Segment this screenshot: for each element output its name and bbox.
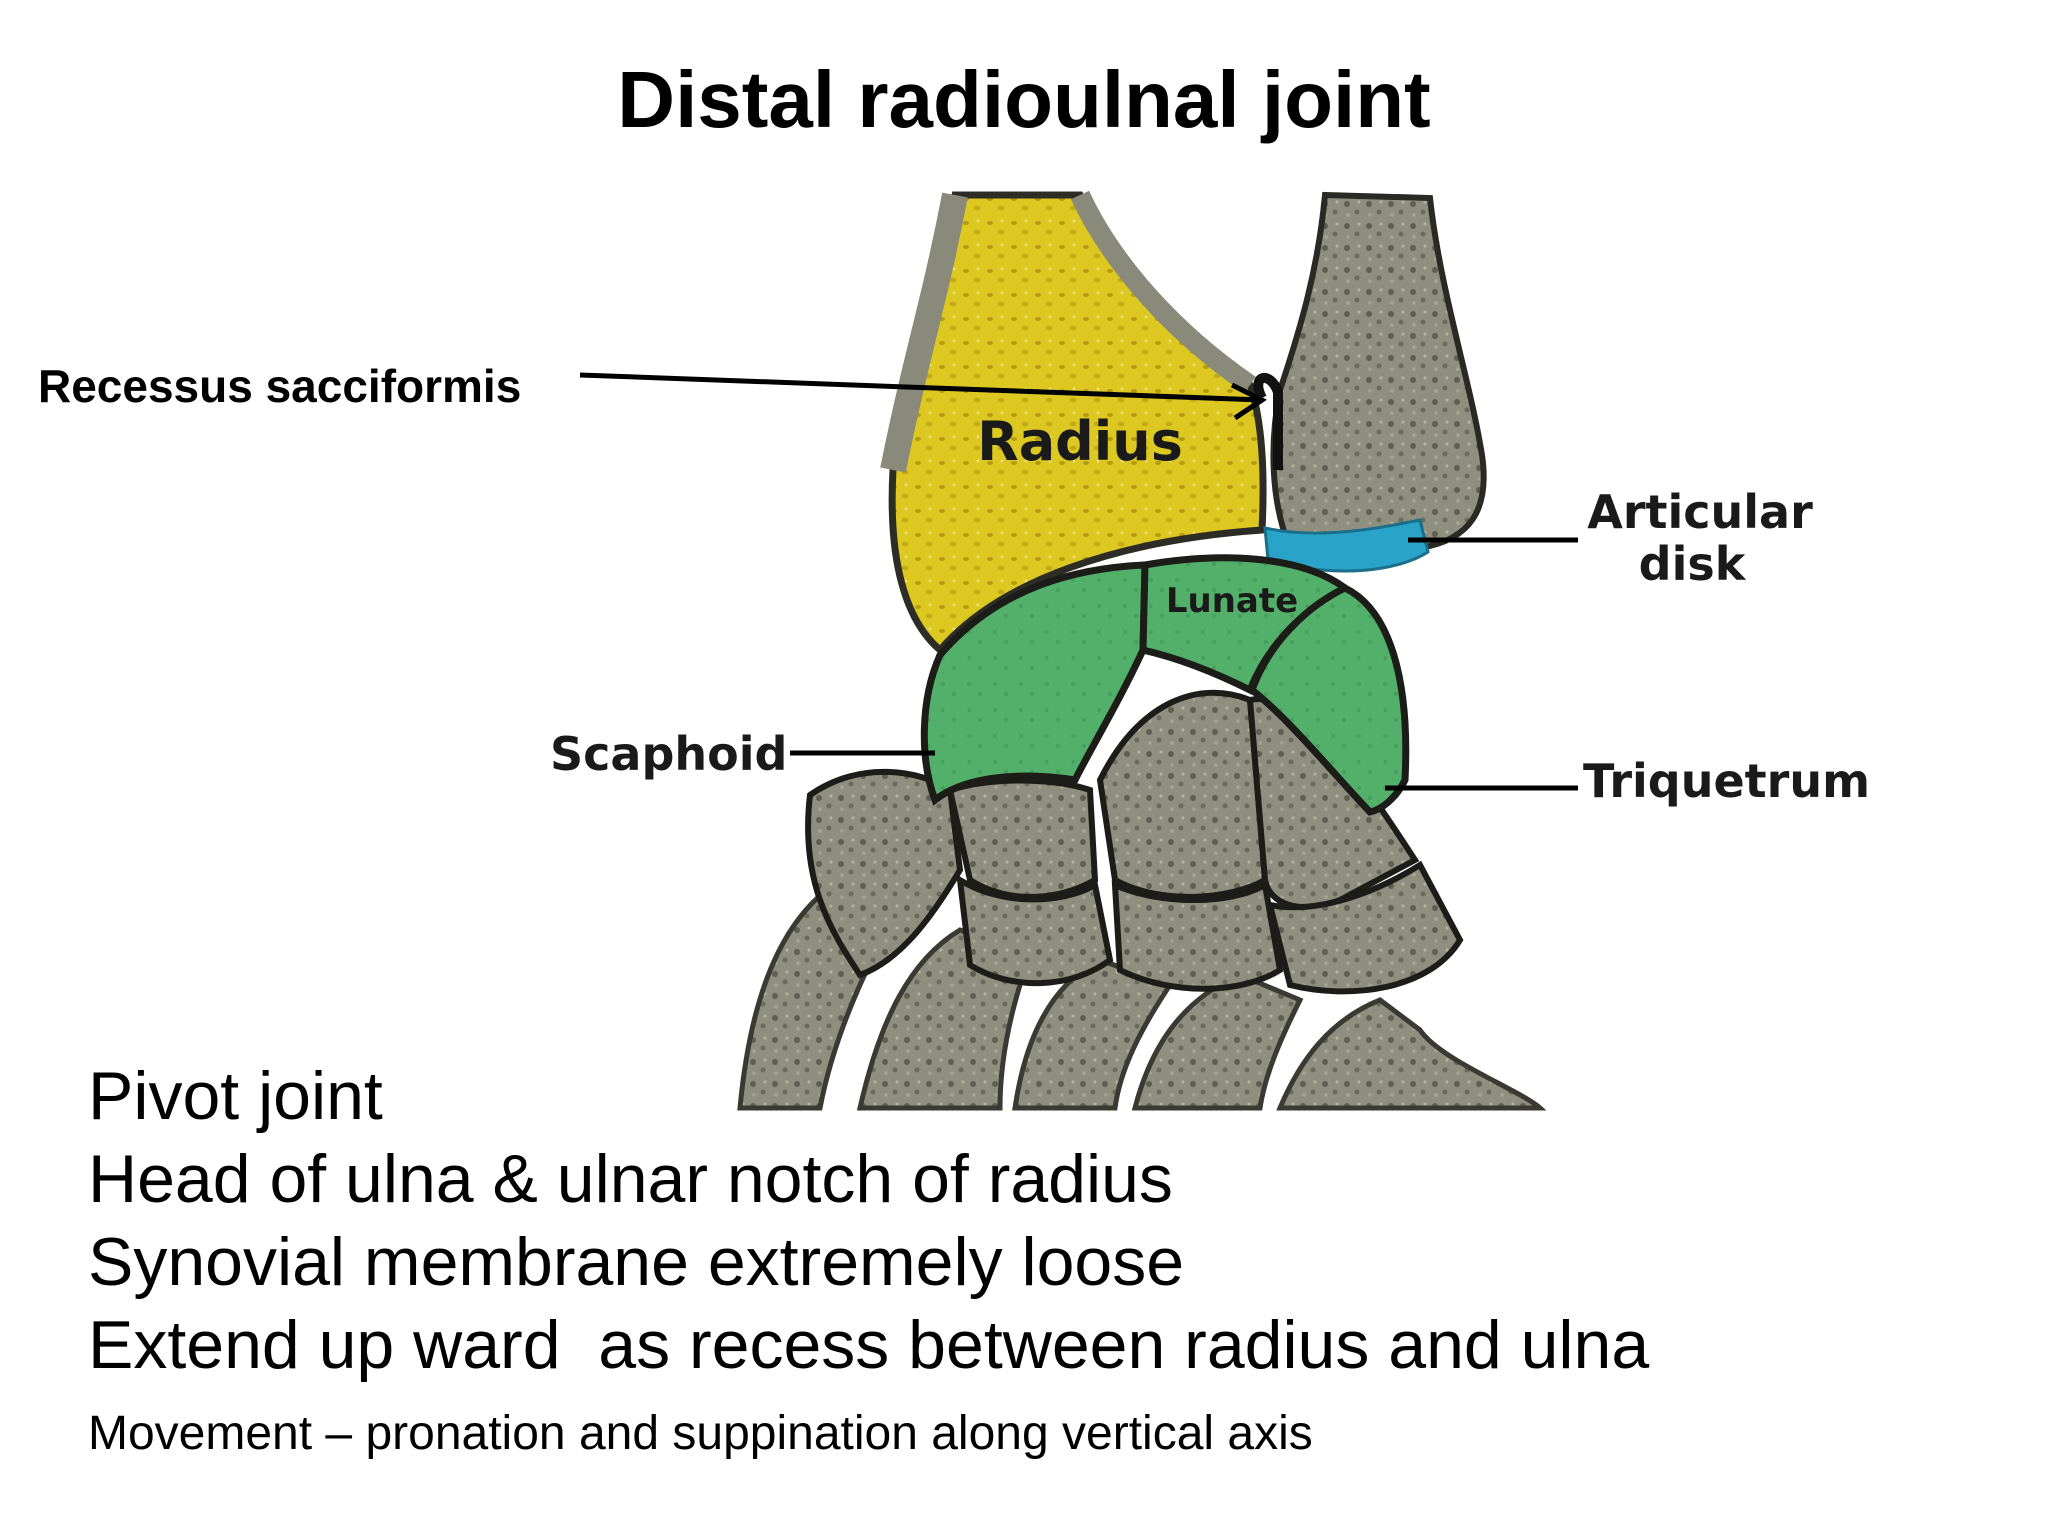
bullet-item: Pivot joint — [88, 1058, 383, 1134]
recessus-leader-line — [579, 372, 1263, 403]
articular-disk-label-line1: Articular — [1587, 485, 1813, 539]
radius-label: Radius — [977, 410, 1183, 473]
ulna-bone — [1270, 191, 1487, 551]
leader-lines — [579, 372, 1578, 791]
proximal-carpal-row — [920, 554, 1410, 816]
articular-disk-label-line2: disk — [1639, 537, 1747, 591]
movement-note: Movement – pronation and suppination alo… — [88, 1407, 1313, 1460]
bullet-item: Extend up ward as recess between radius … — [88, 1307, 1650, 1383]
recessus-sacciformis-label: Recessus sacciformis — [38, 360, 521, 412]
scaphoid-label: Scaphoid — [550, 727, 787, 781]
scaphoid-bone — [920, 561, 1149, 806]
recessus-sacciformis-recess — [1253, 372, 1283, 470]
bullet-item: Synovial membrane extremely loose — [88, 1224, 1185, 1300]
triquetrum-bone — [1247, 584, 1410, 816]
lunate-label: Lunate — [1166, 581, 1298, 621]
bullet-item: Head of ulna & ulnar notch of radius — [88, 1141, 1173, 1217]
radius-bone — [880, 190, 1267, 655]
slide-title: Distal radioulnal joint — [617, 55, 1431, 144]
bullet-list: Pivot joint Head of ulna & ulnar notch o… — [88, 1055, 1649, 1387]
distal-carpal-row — [805, 689, 1464, 995]
recessus-arrowhead — [1230, 382, 1267, 421]
articular-disk — [1263, 518, 1430, 573]
triquetrum-label: Triquetrum — [1583, 754, 1870, 808]
